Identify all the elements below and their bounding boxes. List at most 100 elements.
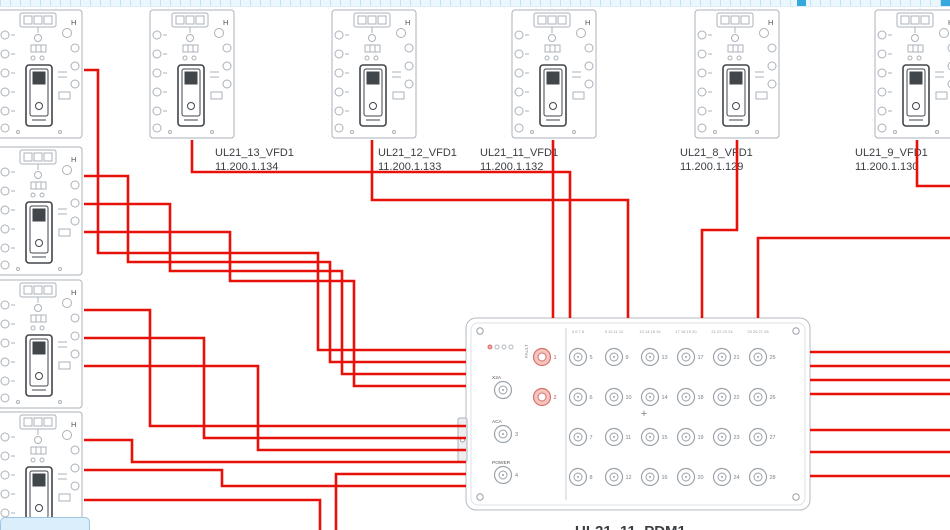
port-number: 28 [770, 475, 776, 481]
port-number: 7 [590, 435, 593, 441]
port-number: 25 [770, 355, 776, 361]
vfd-device[interactable] [0, 411, 83, 530]
port-number: 24 [734, 475, 740, 481]
port-number: 5 [590, 355, 593, 361]
port-number: 23 [734, 435, 740, 441]
module-inner-border [470, 322, 806, 506]
port-number: 9 [626, 355, 629, 361]
device-name-label[interactable]: UL21_11_VFD1 [480, 147, 558, 159]
port-column-header: 17 18 19 20 [675, 329, 697, 334]
port-number: 18 [698, 395, 704, 401]
port-number: 26 [770, 395, 776, 401]
cable-route[interactable] [84, 498, 322, 530]
cable-route[interactable] [84, 230, 466, 388]
device-name-label[interactable]: UL21_8_VFD1 [680, 147, 753, 159]
mount-screw [476, 327, 484, 335]
port-number: 14 [662, 395, 668, 401]
cable-route[interactable] [334, 472, 466, 530]
port-inner [537, 392, 547, 402]
vfd-device[interactable] [874, 9, 950, 139]
device-ip-label[interactable]: 11.200.1.134 [215, 161, 278, 173]
cable-route[interactable] [756, 236, 950, 318]
port-pin [721, 356, 723, 358]
port-number: 13 [662, 355, 668, 361]
vfd-device[interactable] [0, 279, 83, 409]
port-pin [757, 476, 759, 478]
port-pin [649, 396, 651, 398]
cable-route[interactable] [370, 140, 630, 318]
cable-route[interactable] [84, 336, 466, 440]
cable-route[interactable] [84, 364, 466, 452]
device-name-label[interactable]: UL21_12_VFD1 [378, 147, 457, 159]
cable-route[interactable] [915, 140, 950, 188]
port-number: 1 [554, 355, 557, 361]
port-pin [649, 476, 651, 478]
port-pin [577, 396, 579, 398]
module-body [465, 317, 811, 511]
port-pin [613, 356, 615, 358]
port-number: 8 [590, 475, 593, 481]
vfd-device[interactable] [331, 9, 417, 139]
port-number: 4 [515, 473, 518, 479]
cable-route[interactable] [84, 308, 466, 428]
port-pin [613, 476, 615, 478]
cable-route[interactable] [700, 140, 739, 318]
port-column-header: 9 10 11 12 [605, 329, 624, 334]
port-column-header: 13 14 15 16 [639, 329, 661, 334]
vfd-device[interactable] [511, 9, 597, 139]
port-pin [502, 389, 504, 391]
device-ip-label[interactable]: 11.200.1.130 [855, 161, 918, 173]
horizontal-ruler [0, 0, 950, 7]
vfd-device[interactable] [0, 146, 83, 276]
mount-screw [792, 493, 800, 501]
device-ip-label[interactable]: 11.200.1.132 [480, 161, 543, 173]
device-ip-label[interactable]: 11.200.1.133 [378, 161, 441, 173]
port-number: 15 [662, 435, 668, 441]
port-number: 3 [515, 432, 518, 438]
port-pin [613, 396, 615, 398]
ruler-marker [797, 0, 806, 6]
port-pin [757, 436, 759, 438]
port-number: 10 [626, 395, 632, 401]
port-number: 12 [626, 475, 632, 481]
module-label: UL21_11_PDM1 [575, 523, 686, 530]
status-led [508, 344, 514, 350]
status-led [494, 344, 500, 350]
vfd-device[interactable] [149, 9, 235, 139]
port-number: 2 [554, 395, 557, 401]
port-pin [685, 356, 687, 358]
partial-device-bottom[interactable] [0, 517, 90, 530]
port-pin [685, 476, 687, 478]
device-ip-label[interactable]: 11.200.1.129 [680, 161, 743, 173]
port-pin [613, 436, 615, 438]
cable-route[interactable] [84, 468, 466, 488]
port-pin [502, 433, 504, 435]
cable-route[interactable] [84, 202, 466, 376]
device-labels-layer: UL21_13_VFD1 11.200.1.134 UL21_12_VFD1 11.2… [215, 147, 928, 173]
port-pin [577, 476, 579, 478]
port-number: 21 [734, 355, 740, 361]
device-name-label[interactable]: UL21_13_VFD1 [215, 147, 294, 159]
mount-screw [792, 327, 800, 335]
cable-route[interactable] [84, 438, 466, 464]
port-inner [537, 352, 547, 362]
status-led [487, 344, 493, 350]
cable-route[interactable] [190, 140, 572, 318]
vfd-device[interactable] [0, 9, 83, 139]
port-pin [577, 436, 579, 438]
ruler-marker [941, 0, 950, 6]
port-number: 20 [698, 475, 704, 481]
center-cross: + [641, 408, 647, 420]
port-label: POWER [492, 460, 511, 466]
port-number: 6 [590, 395, 593, 401]
port-number: 11 [626, 435, 632, 441]
port-column-header: 5 6 7 8 [572, 329, 585, 334]
port-pin [685, 396, 687, 398]
vfd-device[interactable] [694, 9, 780, 139]
port-pin [685, 436, 687, 438]
device-name-label[interactable]: UL21_9_VFD1 [855, 147, 928, 159]
